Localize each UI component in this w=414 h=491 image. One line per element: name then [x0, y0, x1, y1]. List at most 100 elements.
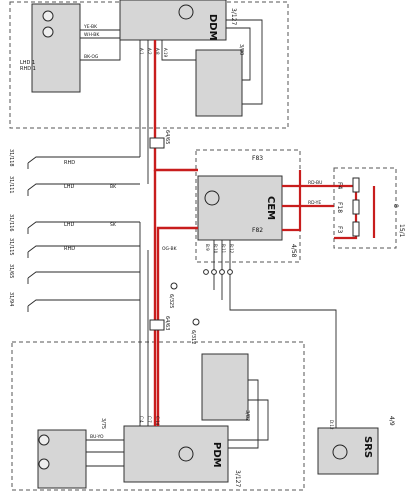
fuse-label-f4: F4: [336, 182, 343, 189]
fusebox-enclosure: [333, 167, 397, 249]
ground-icon: [192, 318, 200, 326]
pin-label: B:10: [213, 244, 218, 254]
pdm-wire-d: [228, 379, 259, 449]
power-circle-icon: [332, 444, 348, 460]
pdm-id: 3/127: [234, 470, 241, 487]
left-branch-wire: [27, 245, 140, 253]
connector-3-75: 3/75: [100, 418, 106, 429]
branch-lhd-top: LHD: [64, 184, 75, 190]
power-circle-icon: [204, 190, 220, 206]
junction-dot: [219, 269, 225, 275]
left-branch-wire: [27, 156, 140, 164]
module-labels: DDM CEM PDM SRS: [207, 14, 373, 468]
power-circle-icon: [178, 446, 194, 462]
pin-label: B:9: [205, 244, 210, 251]
ddm-id: 3/127: [230, 8, 237, 25]
pin-label: A:8: [155, 48, 160, 55]
fuse-label-f3: F3: [336, 226, 343, 233]
ddm-wire-d: [226, 19, 263, 105]
wire-layer: [27, 10, 376, 470]
pdm-enclosure: [11, 341, 305, 491]
red-wire-pdm: [156, 226, 198, 426]
left-ref-label: 31/94: [8, 292, 14, 306]
pin-label: A:19: [163, 48, 168, 58]
cem-label: CEM: [265, 196, 276, 220]
connector-3-80: 3/80: [238, 44, 244, 55]
left-ref-label: 31/115: [8, 238, 14, 256]
left-ref-label: 31/118: [8, 149, 14, 167]
pdm-box: [123, 425, 229, 483]
srs-box: [317, 427, 379, 475]
wire-color-bk-og: BK-OG: [84, 54, 99, 60]
motor-icon: [38, 434, 50, 446]
pin-label: C:4: [139, 416, 144, 423]
junction-dot: [203, 269, 209, 275]
wire-color-bk: BK: [110, 184, 117, 190]
splice-label: 64/63: [164, 316, 170, 330]
pin-label: B:12: [229, 244, 234, 254]
f3-fuse: [352, 221, 360, 237]
pin-label: A:2: [147, 48, 152, 55]
pin-label: C:7: [147, 416, 152, 423]
junction-dot: [211, 269, 217, 275]
wire-color-ye-bk: YE-BK: [83, 24, 98, 30]
cem-srs-wire: [229, 240, 337, 428]
module-ids: 3/127 4/58 3/127 4/9 15/1: [230, 8, 405, 487]
wire-color-bu-yo: BU-YO: [90, 434, 104, 440]
left-branch-wire: [27, 221, 140, 229]
left-branch-wire: [27, 183, 140, 191]
cem-enclosure: [195, 149, 301, 263]
motor-icon: [38, 458, 50, 470]
branch-rhd-1: RHD 1: [20, 66, 36, 72]
connector-3-82: 3/82: [244, 410, 250, 421]
wire-color-og-bk: OG-BK: [162, 246, 178, 252]
left-branch-wire: [27, 271, 140, 279]
fuse-label-f83: F83: [252, 155, 263, 162]
ground-label: 6/312: [190, 330, 196, 344]
pdm-3-82-panel: [201, 353, 249, 421]
pin-label: A:1: [139, 48, 144, 55]
ground-icon: [170, 282, 178, 290]
ground-label: 6/325: [168, 294, 174, 308]
splice-label: 64/65: [164, 130, 170, 144]
branch-lhd-1: LHD 1: [20, 60, 35, 66]
f18-fuse: [352, 199, 360, 215]
wire-color-rd-bu: RD-BU: [308, 180, 322, 186]
splice-connector: [149, 319, 165, 331]
left-ref-label: 31/111: [8, 176, 14, 194]
pin-label: C:14: [155, 416, 160, 426]
dashed-enclosures: [9, 1, 397, 491]
f4-fuse: [352, 177, 360, 193]
srs-id: 4/9: [388, 416, 395, 426]
srs-label: SRS: [362, 436, 373, 458]
fuse-id: 15/1: [398, 224, 405, 238]
branch-rhd-mid: RHD: [64, 246, 75, 252]
power-circle-icon: [178, 4, 194, 20]
connector-8: 8: [392, 204, 399, 208]
wire-color-rd-ye: RD-YE: [308, 200, 321, 206]
cem-id: 4/58: [290, 244, 297, 258]
junction-dot: [227, 269, 233, 275]
ddm-box: [119, 0, 227, 41]
wire-color-wh-bk: WH-BK: [84, 32, 100, 38]
ddm-wire-e: [226, 27, 251, 81]
ddm-wire-c: [161, 40, 196, 61]
ddm-3-80-panel: [195, 49, 243, 117]
splice-connector: [149, 137, 165, 149]
cem-box: [197, 175, 283, 241]
wire-color-sk: SK: [110, 222, 117, 228]
ddm-switch-panel: [31, 3, 81, 93]
left-branch-wire: [27, 299, 140, 307]
ddm-label: DDM: [207, 14, 218, 41]
pin-label: B:11: [221, 244, 226, 254]
module-boxes: [31, 0, 379, 489]
ddm-enclosure: [9, 1, 289, 129]
motor-icon: [42, 26, 54, 38]
switch-wire-3: [80, 40, 121, 61]
left-ref-label: 31/65: [8, 264, 14, 278]
motor-icon: [42, 10, 54, 22]
fuse-label-f18: F18: [336, 202, 343, 213]
pin-label: D:12: [329, 420, 334, 430]
